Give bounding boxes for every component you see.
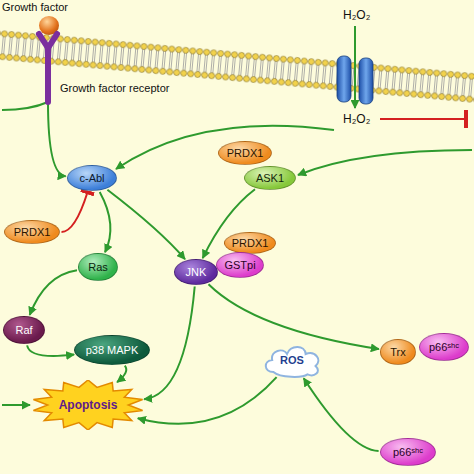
protein-ellipse: Trx	[380, 339, 416, 365]
signal-arrow	[138, 377, 277, 424]
node-label: PRDX1	[227, 147, 264, 160]
molecule-label: H₂O₂	[343, 8, 370, 22]
apoptosis-star: Apoptosis	[32, 380, 144, 430]
node-label: Ras	[88, 261, 108, 274]
node-label: Trx	[390, 346, 405, 359]
protein-ellipse: c-Abl	[67, 165, 117, 191]
receptor-outline	[39, 34, 57, 102]
ros-cloud: ROS	[261, 342, 323, 378]
node-label: PRDX1	[14, 226, 51, 239]
pathway-line	[2, 404, 30, 406]
protein-ellipse: p66ˢʰᶜ	[419, 333, 469, 361]
protein-ellipse: PRDX1	[218, 141, 272, 165]
signal-arrow	[107, 190, 185, 259]
signal-arrow	[144, 287, 195, 400]
node-label: Raf	[15, 324, 32, 337]
receptor-shape	[36, 30, 60, 102]
signal-arrow	[27, 345, 74, 356]
growth-factor: Growth factor	[2, 1, 68, 14]
signal-arrow	[30, 270, 77, 315]
node-label: c-Abl	[79, 172, 104, 185]
node-label: Apoptosis	[59, 399, 118, 412]
molecule-label: H₂O₂	[343, 112, 370, 126]
node-label: Growth factor	[2, 1, 68, 14]
protein-ellipse: p66ˢʰᶜ	[380, 438, 436, 466]
signal-arrow	[48, 102, 66, 176]
node-label: ROS	[280, 354, 304, 367]
protein-ellipse: PRDX1	[224, 232, 277, 254]
protein-ellipse: JNK	[174, 259, 218, 285]
node-label: GSTpi	[224, 259, 255, 272]
protein-ellipse: GSTpi	[216, 252, 264, 278]
growth-factor-receptor: Growth factor receptor	[36, 30, 60, 102]
node-label: p66ˢʰᶜ	[429, 341, 459, 354]
cloud-outline	[266, 347, 319, 377]
pathway-line	[116, 126, 334, 169]
h2o2-channel	[337, 26, 373, 108]
node-label: Growth factor receptor	[60, 82, 169, 95]
protein-ellipse: PRDX1	[4, 220, 60, 244]
protein-ellipse: p38 MAPK	[74, 335, 150, 365]
node-label: PRDX1	[232, 237, 269, 250]
cell-membrane	[0, 28, 474, 105]
pathway-line	[298, 150, 472, 175]
inhibition-line	[62, 192, 88, 232]
star-outline	[33, 380, 142, 430]
pathway-line	[2, 102, 48, 110]
node-label: JNK	[186, 266, 207, 279]
node-label: p66ˢʰᶜ	[393, 446, 423, 459]
protein-ellipse: ASK1	[244, 166, 296, 190]
node-label: p38 MAPK	[86, 344, 139, 357]
h2o2-inhibition	[380, 110, 468, 128]
protein-ellipse: Ras	[78, 253, 118, 281]
signal-arrow	[117, 366, 126, 383]
node-label: ASK1	[256, 172, 284, 185]
signal-arrow	[304, 378, 379, 451]
signal-arrow	[100, 192, 111, 252]
signal-arrow	[209, 284, 379, 349]
protein-ellipse: Raf	[3, 316, 45, 344]
